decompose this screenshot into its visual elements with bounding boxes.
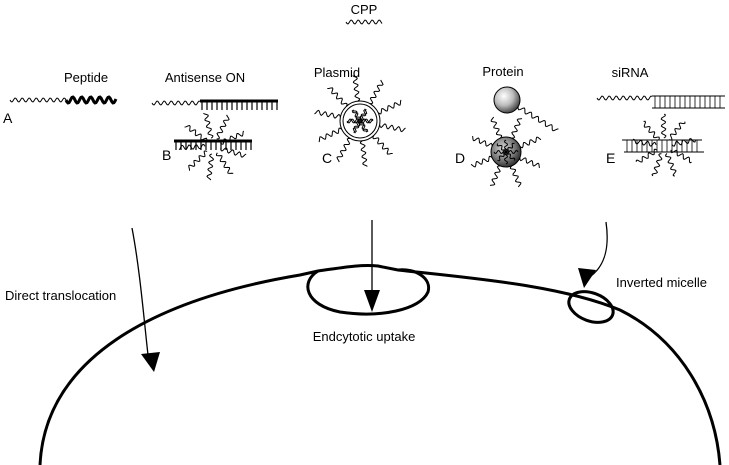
cpp-strand [511, 118, 523, 139]
cpp-strand [470, 155, 493, 168]
cpp-strand [635, 148, 658, 163]
cpp-strand [379, 123, 406, 133]
peptide-label: Peptide [64, 70, 108, 85]
cpp-strand [372, 135, 393, 155]
cpp-wave [596, 95, 653, 101]
micelle-arrowhead [578, 268, 596, 288]
letter-c: C [322, 150, 332, 166]
protein-ball [493, 86, 521, 114]
cpp-strand [668, 121, 686, 141]
cpp-strand [509, 165, 522, 188]
inverted-micelle-label: Inverted micelle [616, 275, 707, 290]
cpp-strand [377, 99, 402, 115]
cpp-strand [188, 150, 208, 171]
cpp-strand [184, 124, 208, 142]
cpp-strand [359, 140, 368, 167]
direct-translocation-label: Direct translocation [5, 288, 116, 303]
cpp-strand [327, 87, 348, 107]
letter-d: D [455, 150, 465, 166]
cpp-strand [671, 138, 696, 147]
cpp-strand [318, 127, 343, 143]
endocytic-uptake-label: Endcytotic uptake [313, 329, 416, 344]
protein-complex [470, 116, 542, 188]
direct-translocation-arrowhead [141, 352, 160, 372]
cpp-strand [519, 136, 542, 149]
plasmid-label: Plasmid [314, 65, 360, 80]
cpp-strand [220, 130, 244, 145]
inverted-micelle [567, 290, 615, 324]
peptide-cpp-wave [9, 97, 67, 103]
plasmid-ring-outer [339, 100, 381, 142]
cpp-strand [632, 138, 657, 147]
peptide-cargo-wave [64, 95, 118, 105]
antisense-conjugate [151, 99, 278, 110]
cpp-strand-inner [351, 110, 368, 133]
plasmid-complex [314, 75, 406, 167]
cpp-strand [314, 109, 341, 119]
protein-label: Protein [482, 64, 523, 79]
cpp-strand [489, 165, 501, 186]
protein-conjugate [493, 86, 559, 132]
cpp-strand [670, 149, 692, 164]
cpp-wave [151, 100, 201, 106]
cpp-strand [651, 153, 663, 177]
cpp-strand [369, 79, 384, 105]
cpp-strand [336, 137, 351, 163]
sirna-conjugate [596, 95, 725, 109]
cpp-strand [215, 152, 234, 174]
cpp-strand [203, 112, 214, 139]
cpp-label: CPP [351, 2, 378, 17]
sirna-label: siRNA [612, 65, 649, 80]
cpp-strand [665, 153, 677, 177]
antisense-complex [174, 112, 252, 181]
cpp-strand [472, 135, 493, 147]
endocytic-vesicle [306, 268, 431, 316]
cpp-strand [490, 116, 503, 139]
cpp-strand [178, 143, 206, 151]
letter-e: E [606, 150, 615, 166]
endocytic-arrowhead [364, 290, 380, 312]
cpp-strand [519, 157, 540, 169]
cpp-strand [220, 147, 247, 158]
cpp-strand [206, 153, 215, 181]
cpp-strand-inner [353, 108, 368, 133]
cpp-wave [345, 19, 383, 25]
letter-b: B [162, 147, 171, 163]
cpp-strand [352, 75, 361, 102]
cpp-strand [517, 106, 559, 132]
sirna-complex [622, 113, 704, 177]
cpp-strand-inner [497, 142, 515, 162]
cpp-strand [643, 120, 660, 141]
cpp-strand [216, 114, 230, 140]
cpp-strand [660, 113, 667, 139]
plasmid-ring-inner [342, 103, 378, 139]
letter-a: A [3, 110, 13, 126]
antisense-label: Antisense ON [165, 70, 245, 85]
direct-translocation-arrow [131, 227, 149, 356]
cpp-strand-inner [346, 118, 374, 124]
